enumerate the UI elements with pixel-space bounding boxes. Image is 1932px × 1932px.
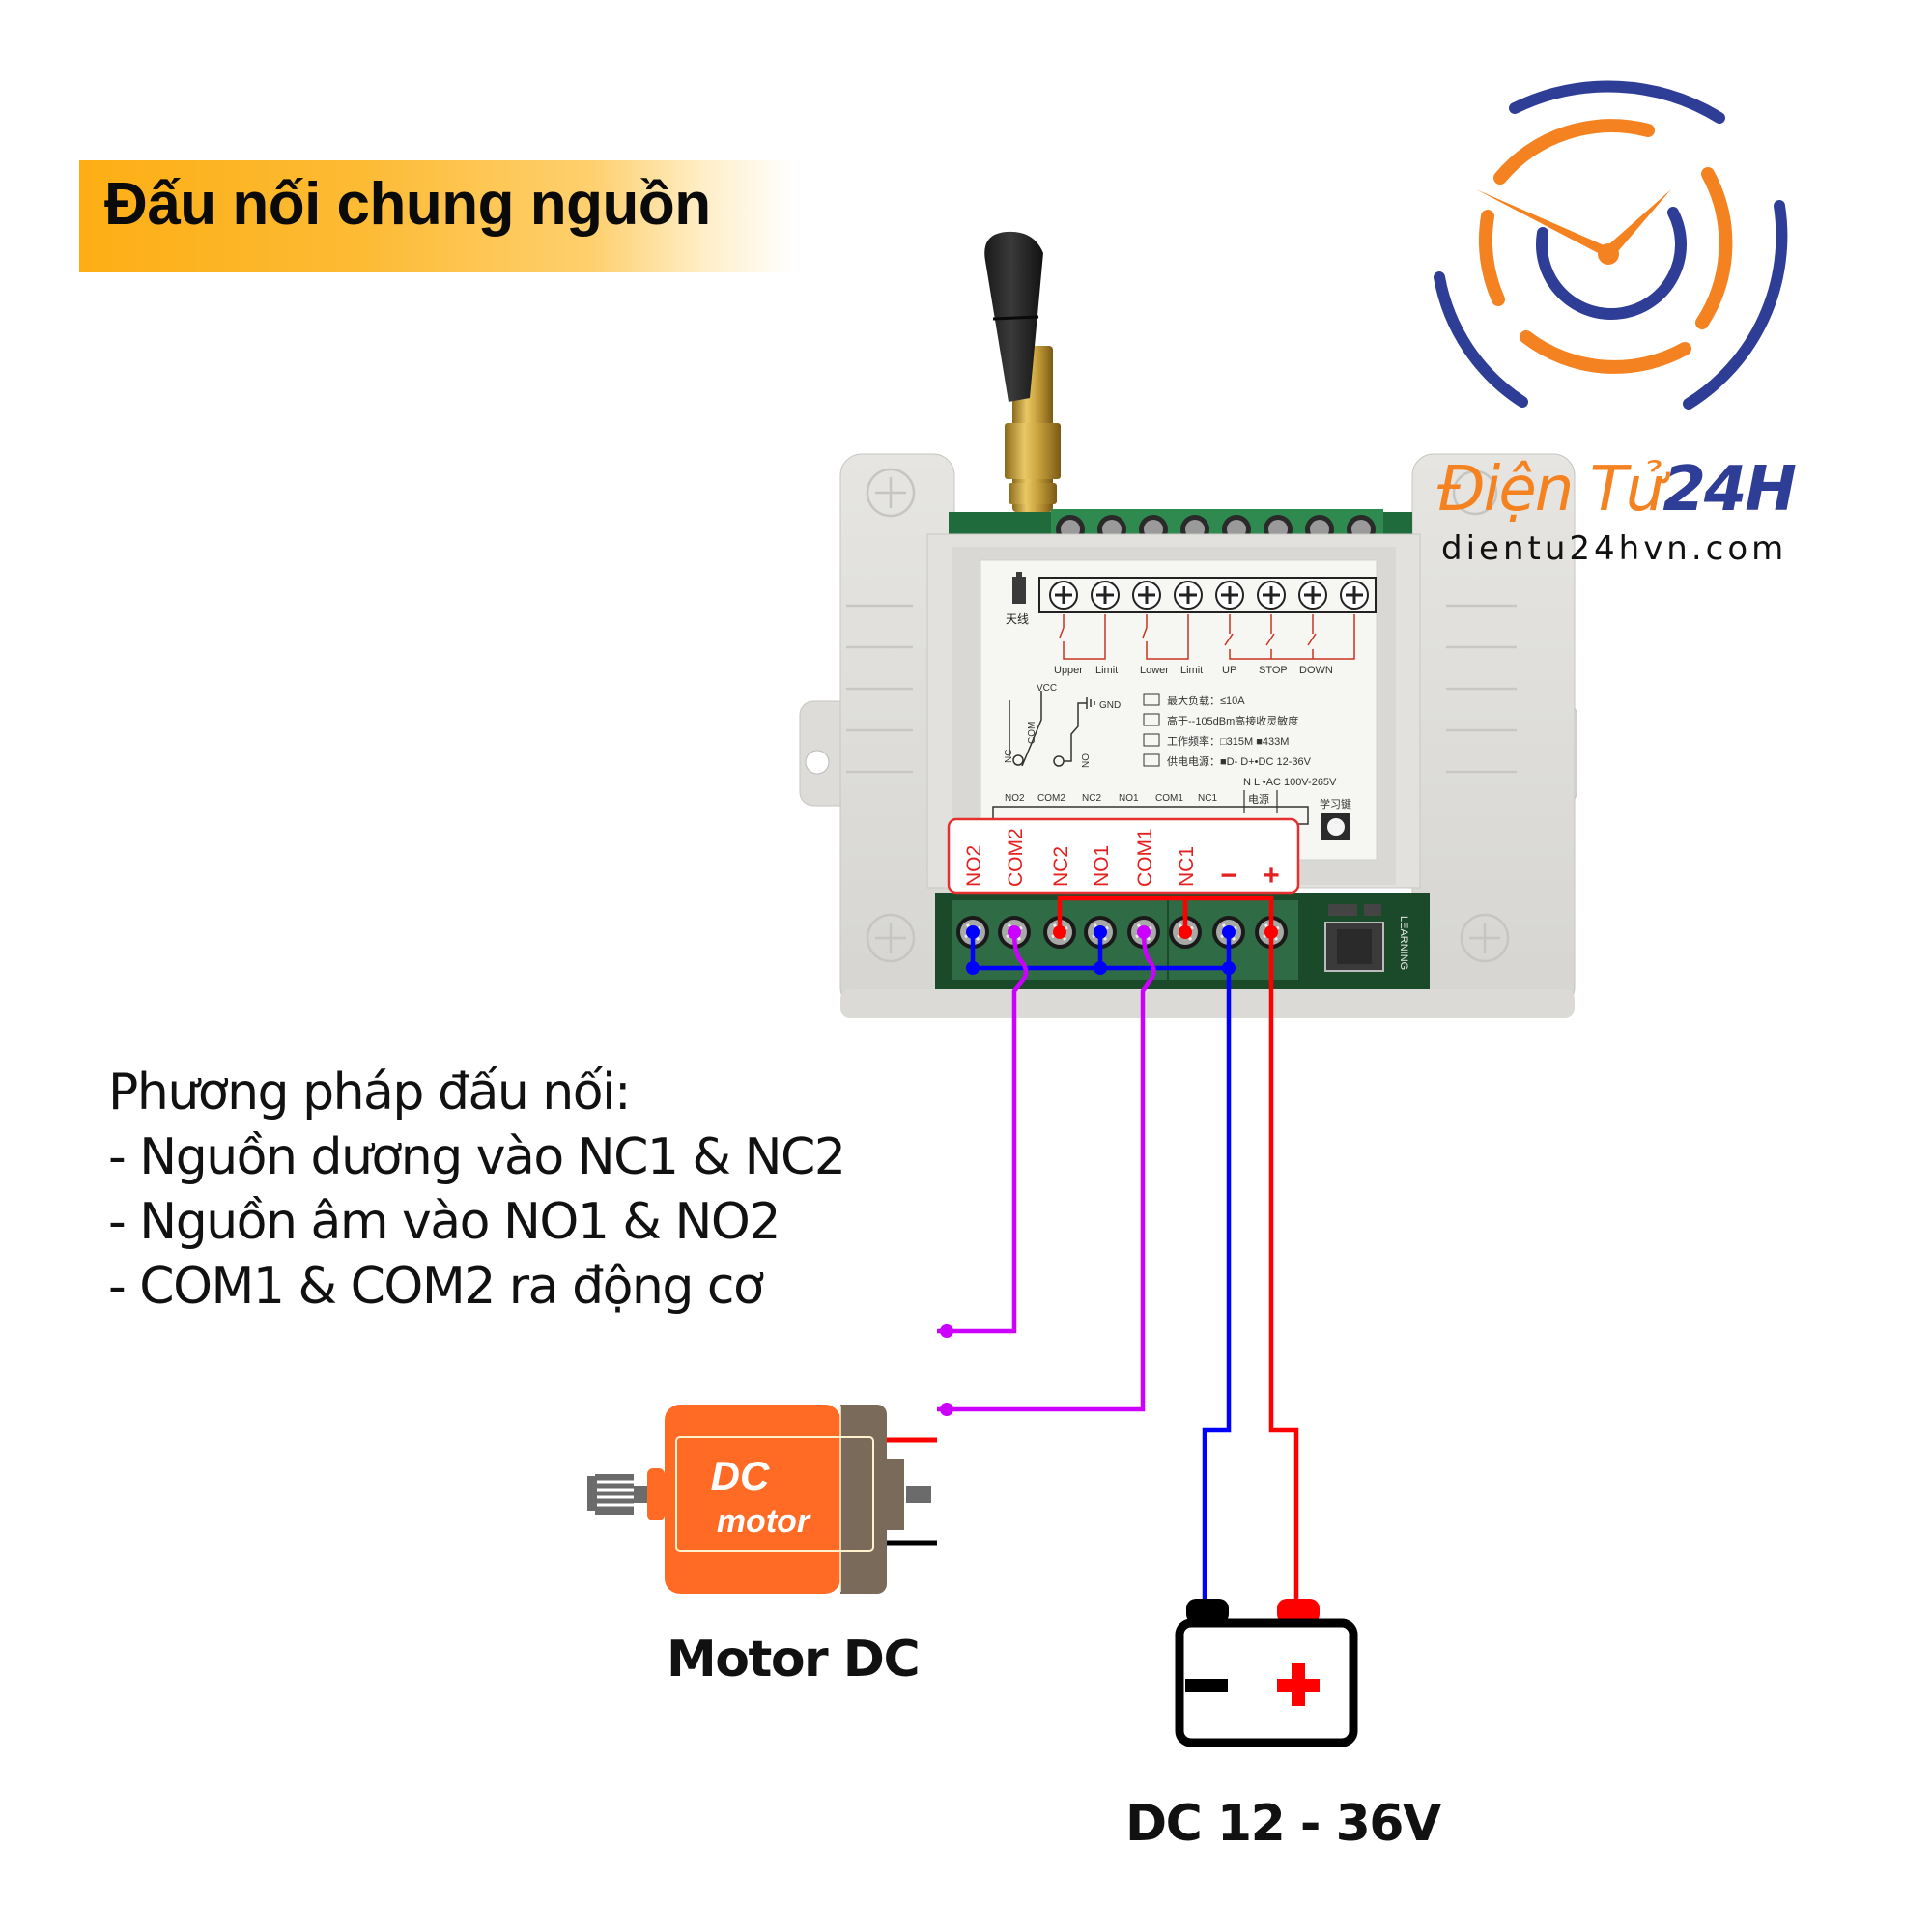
wire-junction-dot <box>1222 925 1236 939</box>
diagram-vcc: VCC <box>1037 683 1057 694</box>
battery-icon <box>1175 1599 1358 1747</box>
terminal-callout-label: COM2 <box>1005 828 1027 887</box>
wire-negative-battery <box>1202 968 1232 1611</box>
terminal-callout-label: NO2 <box>963 845 985 887</box>
case-screws <box>866 468 1510 963</box>
logo-arc-orange-left <box>1479 210 1505 306</box>
wire-junction-dot <box>1094 925 1107 939</box>
logo-arc-blue-right <box>1683 200 1788 410</box>
logo-brand-part2: 24H <box>1662 454 1797 526</box>
plate-bottom-com1: COM1 <box>1155 793 1183 804</box>
wire-junction-dot <box>1053 925 1066 939</box>
wire-motor-com2 <box>937 931 1029 1334</box>
plate-bottom-nc1: NC1 <box>1198 793 1217 804</box>
relay-module: 天线 Upper Limit Lower Limit UP STOP DOWN <box>799 231 1577 1018</box>
wire-motor-com1 <box>937 931 1156 1412</box>
wire-junction-dot <box>940 1403 953 1416</box>
spec-line-2: 高于--105dBm高接收灵敏度 <box>1167 714 1298 727</box>
spec-line-4: 供电电源：■D- D+•DC 12-36V <box>1167 754 1312 768</box>
logo-arc-orange-right <box>1695 167 1733 329</box>
pcb-learning-button[interactable] <box>1324 904 1384 972</box>
learn-key-label: 学习键 <box>1320 797 1351 810</box>
instruction-line: - Nguồn âm vào NO1 & NO2 <box>108 1193 781 1251</box>
logo-arc-orange-top <box>1493 119 1655 185</box>
terminal-callout-label: NC2 <box>1050 846 1072 887</box>
plate-bottom-nc2: NC2 <box>1082 793 1101 804</box>
terminal-callout-label: − <box>1220 860 1237 892</box>
instruction-line: - Nguồn dương vào NC1 & NC2 <box>108 1128 846 1186</box>
wire-junction-dot <box>1094 961 1107 975</box>
plate-bottom-com2: COM2 <box>1037 793 1065 804</box>
spec-ac-line: N L •AC 100V-265V <box>1243 777 1337 788</box>
plate-screw-symbol-icon <box>1298 581 1327 610</box>
plate-screw-symbol-icon <box>1257 581 1286 610</box>
terminal-callout-label: COM1 <box>1134 828 1156 887</box>
logo-brand-part1: Điện Tử <box>1437 454 1664 526</box>
wire-junction-dot <box>1008 925 1021 939</box>
plate-screw-symbol-icon <box>1174 581 1203 610</box>
plate-bottom-no1: NO1 <box>1119 793 1139 804</box>
instructions-block: Phương pháp đấu nối: - Nguồn dương vào N… <box>108 1061 846 1320</box>
motor-icon-text-motor: motor <box>717 1503 811 1540</box>
plate-label-stop: STOP <box>1259 665 1288 676</box>
plate-label-lower: Lower <box>1140 665 1169 676</box>
terminal-callout-box <box>947 817 1300 895</box>
wire-positive-battery <box>1268 932 1299 1611</box>
wire-junction-dot <box>1222 961 1236 975</box>
antenna <box>984 231 1061 512</box>
diagram-com: COM <box>1027 722 1037 744</box>
label-plate <box>980 559 1378 861</box>
plate-screw-symbol-icon <box>1215 581 1244 610</box>
wire-junction-dot <box>940 1324 953 1338</box>
instruction-line: - COM1 & COM2 ra động cơ <box>108 1258 764 1316</box>
antenna-label: 天线 <box>1006 612 1029 626</box>
plate-label-up: UP <box>1222 665 1236 676</box>
wire-junction-dot <box>1137 925 1151 939</box>
plate-screw-symbol-icon <box>1340 581 1369 610</box>
logo-arc-blue-top <box>1509 80 1725 124</box>
title-banner <box>79 160 794 272</box>
plate-label-limit-1: Limit <box>1095 665 1118 676</box>
logo-arc-blue-inner <box>1536 207 1687 320</box>
plate-label-down: DOWN <box>1299 665 1333 676</box>
plate-screw-symbol-icon <box>1091 581 1120 610</box>
power-label: 电源 <box>1248 792 1269 806</box>
diagram-gnd: GND <box>1099 700 1121 711</box>
logo-clock-hand-long <box>1476 189 1608 257</box>
plate-label-limit-2: Limit <box>1180 665 1203 676</box>
logo-clock-hand-short <box>1604 189 1671 257</box>
wire-junction-dot <box>1179 925 1192 939</box>
wire-junction-dot <box>966 925 980 939</box>
terminal-callout-label: NO1 <box>1091 845 1113 887</box>
instructions-heading: Phương pháp đấu nối: <box>108 1064 632 1122</box>
contact-diagram <box>1009 691 1095 767</box>
motor-caption: Motor DC <box>667 1631 921 1689</box>
logo-arc-blue-left <box>1434 271 1528 408</box>
plate-label-upper: Upper <box>1054 665 1083 676</box>
terminal-callout-label: + <box>1263 860 1280 892</box>
logo-brand: Điện Tử24H <box>1437 454 1797 526</box>
logo-icon <box>1434 80 1788 410</box>
dc-motor-icon: DC motor <box>587 1405 937 1594</box>
plate-screw-symbol-icon <box>1132 581 1161 610</box>
plate-bottom-no2: NO2 <box>1005 793 1025 804</box>
terminal-callout-label: NC1 <box>1176 846 1198 887</box>
spec-line-3: 工作频率：□315M ■433M <box>1167 734 1289 748</box>
diagram-nc: NC <box>1004 750 1014 763</box>
page-title: Đấu nối chung nguồn <box>104 171 711 238</box>
wire-junction-dot <box>1264 925 1278 939</box>
logo-url[interactable]: dientu24hvn.com <box>1441 529 1788 568</box>
motor-icon-text-dc: DC <box>711 1453 770 1498</box>
wire-junction-dot <box>966 961 980 975</box>
plate-screw-symbol-icon <box>1049 581 1078 610</box>
spec-line-1: 最大负载：≤10A <box>1167 694 1245 707</box>
battery-caption: DC 12 - 36V <box>1125 1795 1441 1853</box>
battery-minus-icon <box>1185 1679 1228 1692</box>
diagram-no: NO <box>1081 753 1092 768</box>
learning-label: LEARNING <box>1398 916 1409 970</box>
logo-arc-orange-bottom <box>1520 330 1691 374</box>
